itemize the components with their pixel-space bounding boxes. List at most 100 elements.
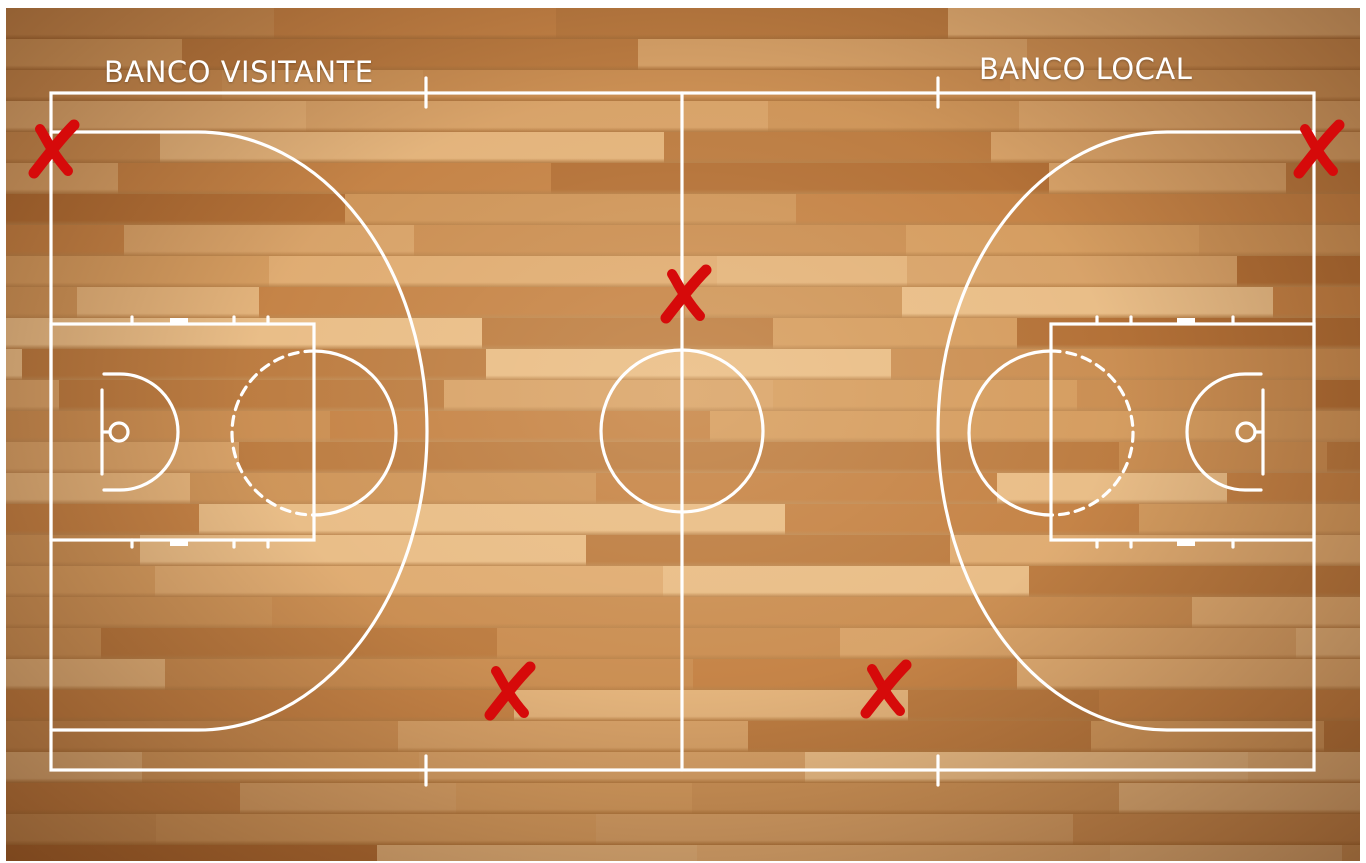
wood-plank <box>840 628 1296 659</box>
wood-plank <box>6 442 239 473</box>
wood-plank <box>893 411 1262 442</box>
wood-plank <box>6 39 182 70</box>
wood-plank <box>6 659 165 690</box>
wood-plank <box>551 163 1049 194</box>
wood-plank <box>1029 566 1360 597</box>
x-mark-icon <box>860 659 912 719</box>
lane-block-top-left <box>170 318 188 325</box>
wood-plank <box>906 225 1199 256</box>
wood-plank <box>596 814 1073 845</box>
free-throw-arc-right <box>967 349 1053 517</box>
wood-plank <box>155 566 663 597</box>
wood-plank <box>229 690 514 721</box>
wood-plank <box>345 194 796 225</box>
home-bench-label: BANCO LOCAL <box>979 52 1193 86</box>
court-lines <box>49 76 1316 787</box>
wood-plank <box>6 566 155 597</box>
paint-right <box>1049 322 1316 542</box>
wood-plank <box>596 473 997 504</box>
paint-left <box>49 322 316 542</box>
wood-plank <box>697 845 1110 861</box>
wood-plank <box>239 442 569 473</box>
wood-plank <box>6 504 199 535</box>
wood-plank <box>6 132 160 163</box>
restricted-arc-right <box>1185 372 1263 492</box>
wood-plank <box>1119 442 1327 473</box>
wood-plank <box>6 721 398 752</box>
wood-plank <box>1296 628 1360 659</box>
wood-plank <box>773 318 1017 349</box>
center-circle <box>599 348 765 514</box>
free-throw-arc-left-dashed <box>230 349 316 517</box>
wood-plank <box>1273 287 1360 318</box>
wood-plank <box>1248 752 1360 783</box>
wood-plank <box>638 39 1027 70</box>
rim-right <box>1235 421 1257 443</box>
wood-plank <box>6 349 22 380</box>
wood-plank <box>6 225 124 256</box>
x-mark-icon <box>1293 119 1345 179</box>
wood-plank <box>664 132 991 163</box>
wood-plank <box>1314 380 1360 411</box>
free-throw-arc-left <box>312 349 398 517</box>
wood-plank <box>948 8 1360 39</box>
lane-block-bottom-left <box>170 539 188 546</box>
wood-plank <box>6 194 345 225</box>
wood-plank <box>6 287 77 318</box>
wood-plank <box>414 225 906 256</box>
wood-plank <box>773 380 1077 411</box>
wood-plank <box>199 504 785 535</box>
wood-plank <box>101 628 497 659</box>
three-point-line-right <box>936 130 1316 732</box>
three-point-line-left <box>49 130 429 732</box>
wood-plank <box>1192 597 1360 628</box>
wood-plank <box>77 287 259 318</box>
wood-plank <box>190 473 596 504</box>
wood-plank <box>272 349 486 380</box>
wood-plank <box>1327 442 1360 473</box>
x-mark-icon <box>660 264 712 324</box>
wood-plank <box>891 349 1360 380</box>
lane-block-top-right <box>1177 318 1195 325</box>
wood-plank <box>156 814 596 845</box>
wood-plank <box>419 752 805 783</box>
wood-plank <box>685 287 902 318</box>
wood-plank <box>6 814 156 845</box>
wood-plank <box>6 473 190 504</box>
wood-plank <box>1237 256 1360 287</box>
wood-plank <box>586 535 950 566</box>
wood-plank <box>142 752 419 783</box>
wood-plank <box>6 845 377 861</box>
wood-plank <box>272 597 728 628</box>
wood-plank <box>6 783 240 814</box>
wood-plank <box>1324 721 1360 752</box>
wood-plank <box>1099 690 1360 721</box>
wood-plank <box>269 256 717 287</box>
wood-plank <box>456 783 692 814</box>
wood-plank <box>1010 70 1360 101</box>
wood-plank <box>6 628 101 659</box>
wood-plank <box>908 690 1099 721</box>
wood-plank <box>274 8 556 39</box>
wood-plank <box>182 39 638 70</box>
wood-plank <box>1139 504 1360 535</box>
wood-plank <box>6 411 330 442</box>
wood-plank <box>497 628 840 659</box>
wood-plank <box>1017 659 1360 690</box>
wood-plank <box>1110 845 1342 861</box>
visitor-bench-label: BANCO VISITANTE <box>104 55 374 89</box>
wood-plank <box>991 132 1360 163</box>
wood-plank <box>569 442 1119 473</box>
rim-left <box>108 421 130 443</box>
wood-plank <box>556 8 948 39</box>
wood-plank <box>907 256 1237 287</box>
wood-plank <box>748 721 1091 752</box>
wood-plank <box>222 70 423 101</box>
wood-plank <box>693 659 1017 690</box>
wood-plank <box>1119 783 1360 814</box>
wood-plank <box>6 70 222 101</box>
wood-plank <box>1049 163 1286 194</box>
wood-plank <box>1342 845 1360 861</box>
lane-block-bottom-right <box>1177 539 1195 546</box>
wood-plank <box>1112 194 1360 225</box>
